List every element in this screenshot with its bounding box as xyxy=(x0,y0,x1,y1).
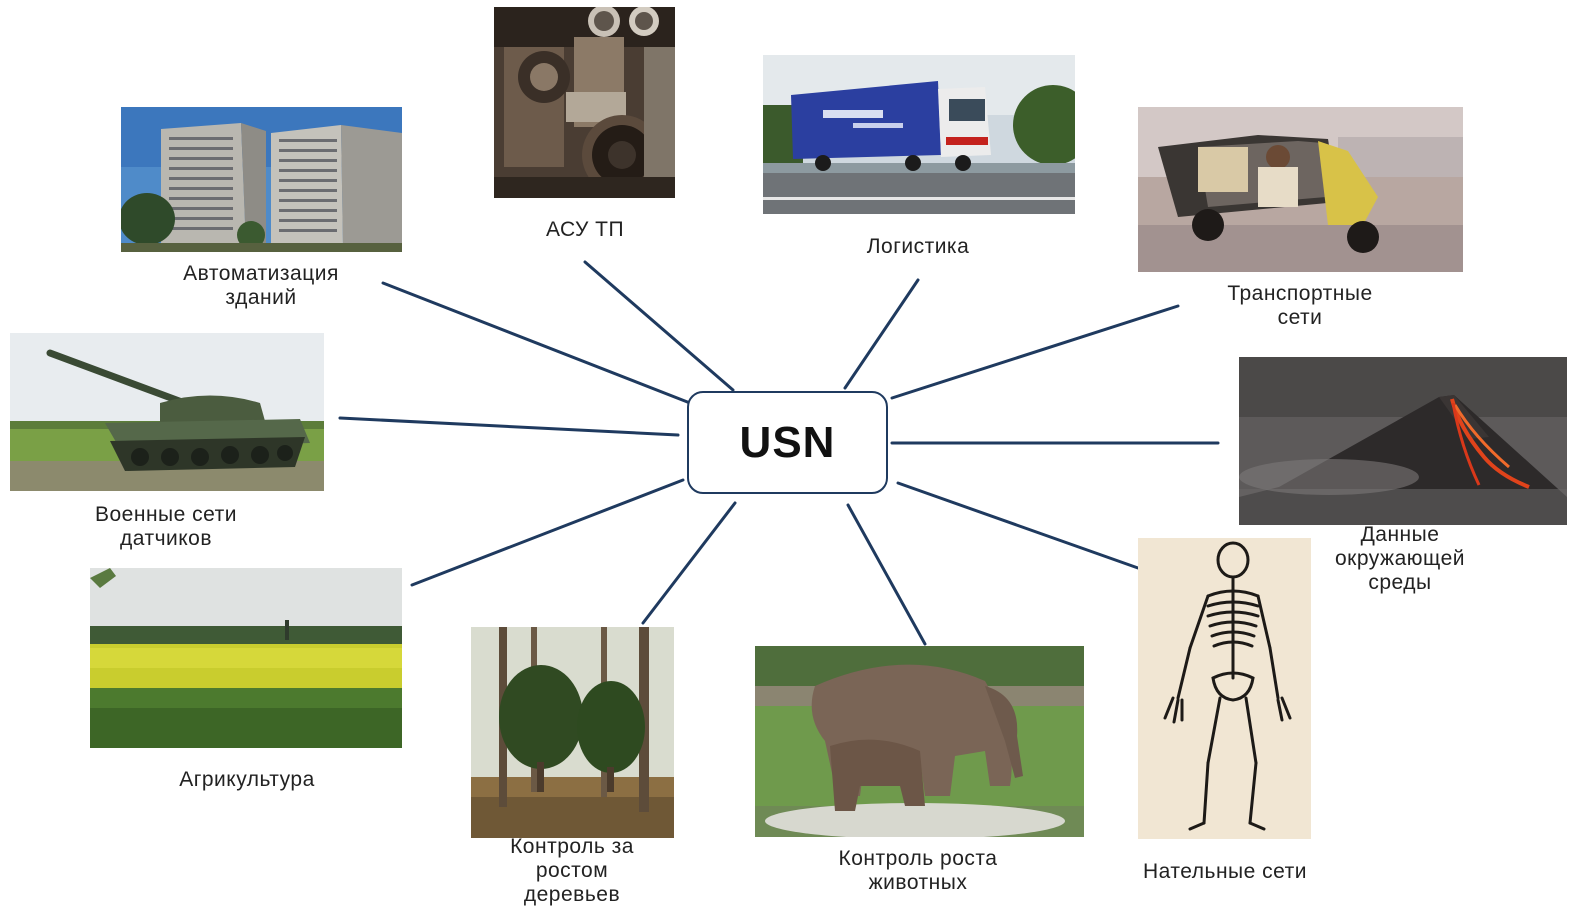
label-body-networks: Нательные сети xyxy=(1105,860,1345,884)
auto-rickshaw-photo xyxy=(1138,107,1463,272)
label-military-sensor-networks: Военные сети датчиков xyxy=(46,503,286,551)
connector-military-sensor-networks xyxy=(338,416,680,437)
usn-center-node: USN xyxy=(687,391,888,494)
label-line: Данные xyxy=(1360,523,1440,546)
label-line: Логистика xyxy=(866,235,970,258)
label-line: Контроль за xyxy=(510,835,634,858)
connector-agriculture xyxy=(410,478,685,587)
label-tree-growth-control: Контроль за ростом деревьев xyxy=(472,835,672,907)
label-agriculture: Агрикультура xyxy=(147,768,347,792)
apartment-towers-photo xyxy=(121,107,402,252)
label-line: животных xyxy=(868,871,968,894)
label-building-automation: Автоматизация зданий xyxy=(141,262,381,310)
label-line: Контроль роста xyxy=(838,847,998,870)
forest-photo xyxy=(471,627,674,838)
label-line: датчиков xyxy=(119,527,213,550)
label-line: Транспортные xyxy=(1227,282,1373,305)
connector-transport-networks xyxy=(890,304,1180,400)
label-line: Автоматизация xyxy=(183,262,339,285)
label-line: окружающей xyxy=(1335,547,1465,570)
label-line: деревьев xyxy=(523,883,621,906)
tank-photo xyxy=(10,333,324,491)
connector-tree-growth-control xyxy=(641,501,737,625)
skeleton-drawing xyxy=(1138,538,1311,839)
label-line: среды xyxy=(1368,571,1432,594)
connector-animal-growth-control xyxy=(846,503,927,646)
label-line: Военные сети xyxy=(95,503,237,526)
label-logistics: Логистика xyxy=(818,235,1018,259)
elephants-photo xyxy=(755,646,1084,837)
rapeseed-field-photo xyxy=(90,568,402,748)
connector-building-automation xyxy=(381,281,692,405)
industrial-machinery-photo xyxy=(494,7,675,198)
connector-body-networks xyxy=(896,481,1140,570)
truck-photo xyxy=(763,55,1075,214)
label-line: сети xyxy=(1277,306,1323,329)
label-environment-data: Данные окружающей среды xyxy=(1300,523,1500,595)
label-line: ростом xyxy=(535,859,609,882)
label-process-control: АСУ ТП xyxy=(485,218,685,242)
label-line: зданий xyxy=(225,286,297,309)
label-transport-networks: Транспортные сети xyxy=(1180,282,1420,330)
connector-logistics xyxy=(843,278,920,390)
label-line: Агрикультура xyxy=(179,768,315,791)
label-line: АСУ ТП xyxy=(545,218,625,241)
connector-process-control xyxy=(583,260,735,392)
volcano-photo xyxy=(1239,357,1567,525)
label-line: Нательные сети xyxy=(1143,860,1307,883)
label-animal-growth-control: Контроль роста животных xyxy=(798,847,1038,895)
